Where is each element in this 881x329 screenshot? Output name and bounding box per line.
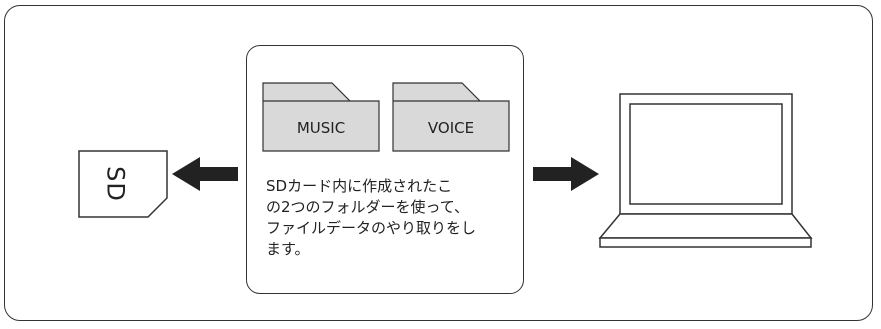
laptop-icon xyxy=(598,93,813,248)
sd-card-label: SD xyxy=(101,166,130,202)
description-text: SDカード内に作成されたこ の2つのフォルダーを使って、 ファイルデータのやり取… xyxy=(266,177,477,258)
folders-panel xyxy=(246,45,524,294)
arrow-left-icon xyxy=(172,157,238,191)
folder-icon xyxy=(392,82,510,152)
diagram-frame xyxy=(4,5,873,321)
sd-card-icon xyxy=(78,150,168,218)
folder-label-voice: VOICE xyxy=(427,119,475,137)
folder-label-music: MUSIC xyxy=(296,119,346,137)
arrow-right-icon xyxy=(533,157,599,191)
folder-icon xyxy=(262,82,380,152)
